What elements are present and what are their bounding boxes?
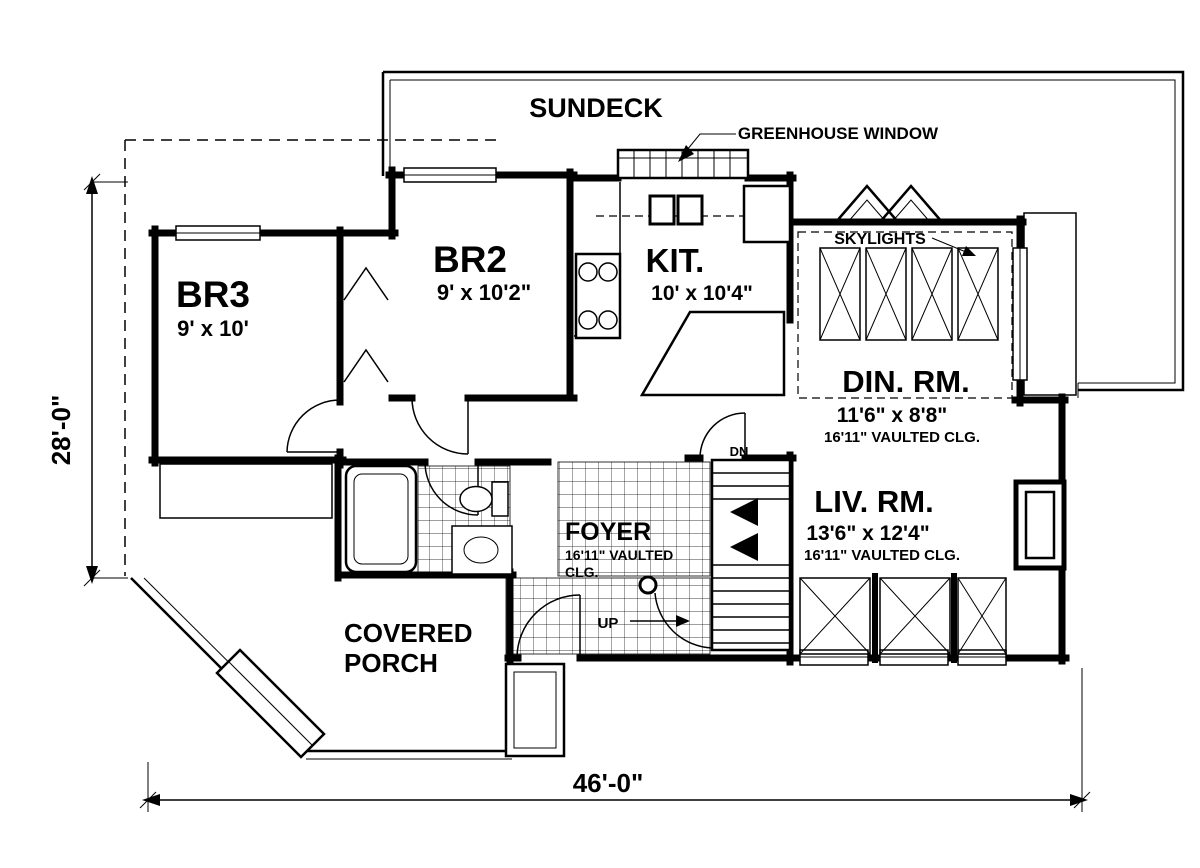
sundeck-label: SUNDECK bbox=[529, 93, 663, 123]
labels: SUNDECK GREENHOUSE WINDOW BR3 9' x 10' B… bbox=[46, 93, 980, 798]
living-windows bbox=[799, 649, 1007, 666]
br2-door bbox=[411, 397, 469, 455]
porch-steps-band bbox=[159, 463, 333, 519]
dn-label: DN bbox=[730, 444, 749, 459]
br3-door bbox=[286, 399, 341, 453]
dining-label: DIN. RM. bbox=[842, 364, 969, 399]
newel-post bbox=[638, 575, 658, 595]
bath-sink bbox=[463, 536, 499, 564]
br3-window bbox=[175, 225, 261, 241]
stove bbox=[574, 252, 622, 340]
toilet-bowl bbox=[459, 485, 493, 513]
br2-window bbox=[403, 167, 497, 183]
greenhouse-leader-arrow bbox=[678, 145, 694, 162]
kitchen-fixtures bbox=[574, 182, 792, 397]
entry-stoop bbox=[504, 662, 566, 758]
stair-dn-door bbox=[699, 412, 746, 459]
up-label: UP bbox=[598, 615, 619, 632]
windows bbox=[175, 167, 1067, 666]
up-arrow-head bbox=[676, 615, 690, 627]
br2-size: 9' x 10'2" bbox=[437, 280, 531, 305]
foyer-tile-upper bbox=[557, 461, 711, 577]
dining-window bbox=[1012, 247, 1028, 381]
covered-porch-outline bbox=[130, 577, 566, 760]
greenhouse-leader bbox=[678, 133, 736, 162]
entry-door bbox=[516, 594, 581, 659]
sundeck-outline bbox=[381, 70, 1185, 398]
dimension-bottom bbox=[139, 668, 1091, 812]
br3-label: BR3 bbox=[176, 274, 250, 315]
dining-size: 11'6" x 8'8" bbox=[837, 404, 948, 427]
curved-step bbox=[654, 592, 713, 649]
foyer-label: FOYER bbox=[565, 518, 651, 546]
living-bay-window bbox=[1013, 479, 1067, 571]
living-label: LIV. RM. bbox=[814, 484, 933, 519]
refrigerator bbox=[742, 184, 792, 244]
kitchen-label: KIT. bbox=[646, 242, 705, 279]
vanity-counter bbox=[451, 525, 513, 575]
foyer-ceiling-1: 16'11" VAULTED bbox=[565, 547, 673, 563]
bath-fixtures bbox=[344, 464, 513, 575]
right-deck-stairs bbox=[1023, 212, 1077, 396]
kitchen-sink-right bbox=[676, 194, 704, 226]
dimension-left bbox=[83, 173, 128, 587]
skylights-label: SKYLIGHTS bbox=[834, 231, 926, 248]
dim-width-label: 46'-0" bbox=[573, 768, 644, 798]
closet-bifold-doors bbox=[343, 266, 389, 383]
br2-label: BR2 bbox=[433, 239, 507, 280]
kitchen-sink-left bbox=[648, 194, 676, 226]
living-fixed-glass-panels bbox=[799, 577, 1007, 655]
greenhouse-window-label: GREENHOUSE WINDOW bbox=[738, 124, 939, 143]
foyer-ceiling-2: CLG. bbox=[565, 564, 598, 580]
kitchen-size: 10' x 10'4" bbox=[651, 282, 753, 305]
stair-break-arrow-1 bbox=[730, 498, 758, 526]
kitchen-peninsula bbox=[639, 310, 786, 397]
living-ceiling: 16'11" VAULTED CLG. bbox=[804, 547, 960, 564]
bathtub bbox=[344, 464, 418, 574]
br3-size: 9' x 10' bbox=[177, 316, 249, 341]
porch-label-line1: COVERED bbox=[344, 618, 473, 648]
toilet-tank bbox=[491, 481, 509, 517]
dining-ceiling: 16'11" VAULTED CLG. bbox=[824, 429, 980, 446]
greenhouse-window-bay bbox=[616, 148, 750, 226]
skylights-group bbox=[819, 237, 999, 341]
dim-depth-label: 28'-0" bbox=[46, 395, 76, 466]
living-size: 13'6" x 12'4" bbox=[806, 522, 929, 545]
stairs bbox=[630, 458, 792, 652]
stair-break-arrow-2 bbox=[730, 533, 758, 561]
skylights-leader-arrow bbox=[962, 246, 976, 256]
porch-label-line2: PORCH bbox=[344, 648, 438, 678]
roof-gable-symbols bbox=[835, 184, 943, 223]
